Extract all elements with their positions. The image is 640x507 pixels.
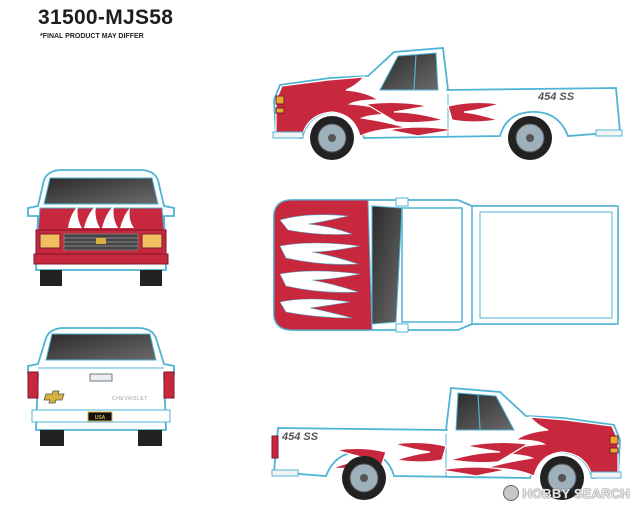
rear-wheel bbox=[508, 116, 552, 160]
watermark-text: HOBBY SEARCH bbox=[522, 485, 630, 501]
taillight-right bbox=[163, 371, 175, 399]
windshield-top bbox=[371, 205, 403, 325]
product-code: 31500-MJS58 bbox=[38, 6, 174, 29]
model-decal: 454 SS bbox=[537, 91, 575, 103]
watermark: HOBBY SEARCH bbox=[503, 485, 630, 501]
side-window bbox=[455, 392, 515, 431]
truck-side-view-right: 454 SS bbox=[271, 387, 622, 500]
front-wheel bbox=[540, 456, 584, 500]
rear-wheel bbox=[342, 456, 386, 500]
flame-graphic bbox=[331, 416, 619, 477]
truck-rear-view: CHEVROLET USA bbox=[27, 327, 175, 446]
truck-side-view-left: 454 SS bbox=[272, 47, 623, 160]
bowtie-logo-icon bbox=[43, 390, 65, 404]
watermark-logo-icon bbox=[503, 485, 520, 501]
model-decal: 454 SS bbox=[281, 431, 319, 443]
tailgate-handle bbox=[89, 373, 113, 382]
truck-top-view bbox=[273, 197, 619, 333]
taillight-left bbox=[27, 371, 39, 399]
license-plate-text: USA bbox=[95, 415, 106, 421]
truck-front-view bbox=[27, 169, 175, 286]
headlight-left bbox=[39, 233, 61, 249]
rear-brand-text: CHEVROLET bbox=[112, 396, 148, 402]
license-plate bbox=[87, 411, 113, 422]
front-wheel bbox=[310, 116, 354, 160]
headlight-right bbox=[141, 233, 163, 249]
cab-roof bbox=[401, 207, 463, 323]
disclaimer: *FINAL PRODUCT MAY DIFFER bbox=[40, 33, 144, 40]
windshield bbox=[43, 177, 159, 205]
rear-window bbox=[45, 333, 157, 361]
side-window bbox=[379, 52, 439, 91]
flame-graphic bbox=[275, 76, 501, 137]
